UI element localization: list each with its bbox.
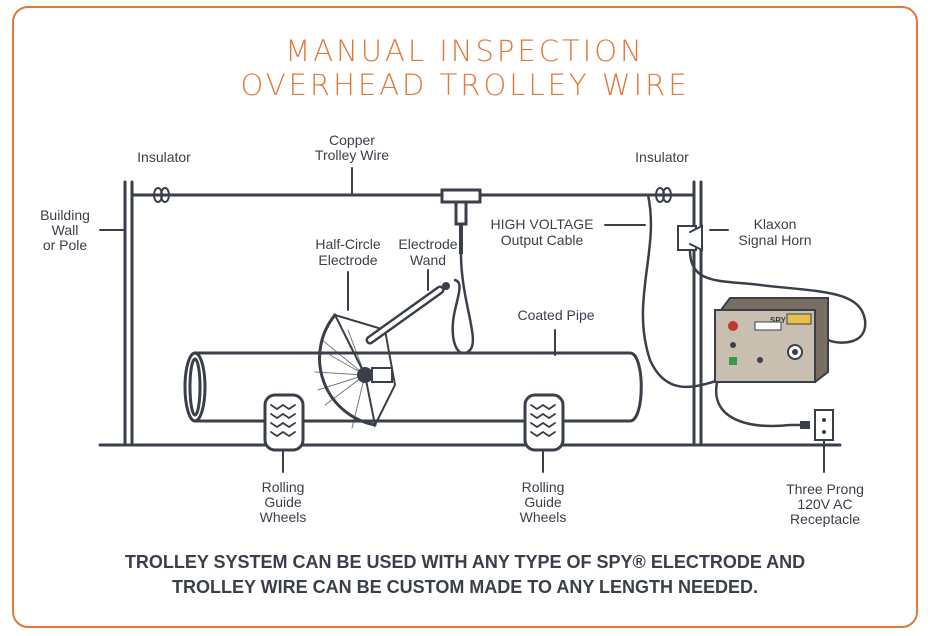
label-insulator-right: Insulator — [635, 149, 689, 165]
ac-receptacle-icon — [814, 409, 834, 441]
label-hv-line2: Output Cable — [501, 232, 584, 248]
coated-pipe — [183, 351, 643, 423]
label-building-line2: Wall — [52, 222, 79, 238]
power-plug-icon — [800, 421, 810, 429]
spy-holiday-detector: SPY — [713, 297, 829, 384]
label-coated-pipe: Coated Pipe — [517, 307, 594, 323]
half-circle-electrode — [314, 313, 397, 429]
label-receptacle-line3: Receptacle — [790, 511, 860, 527]
label-half-circle-line2: Electrode — [318, 252, 377, 268]
label-wheels-right-line1: Rolling — [522, 479, 565, 495]
label-receptacle-line2: 120V AC — [797, 496, 852, 512]
diagram-frame — [12, 6, 918, 628]
hv-output-jack-core — [792, 349, 798, 355]
horn-cable — [688, 248, 867, 344]
power-indicator-icon — [729, 357, 737, 365]
title-line-2: OVERHEAD TROLLEY WIRE — [240, 68, 690, 102]
label-wand-line1: Electrode — [398, 236, 457, 252]
label-wheels-left-line3: Wheels — [260, 509, 307, 525]
label-wheels-right-line2: Guide — [524, 494, 562, 510]
hv-output-cable — [641, 193, 722, 389]
label-building-line1: Building — [40, 207, 90, 223]
label-copper-line1: Copper — [329, 132, 375, 148]
trolley-t-connector — [440, 188, 482, 254]
label-wheels-left-line2: Guide — [264, 494, 302, 510]
label-wheels-left-line1: Rolling — [262, 479, 305, 495]
device-brand: SPY — [770, 316, 787, 325]
label-copper-line2: Trolley Wire — [315, 147, 389, 163]
voltage-knob-icon — [730, 342, 736, 348]
title-line-1: MANUAL INSPECTION — [285, 34, 645, 68]
left-pole — [123, 180, 134, 447]
label-wheels-right-line3: Wheels — [520, 509, 567, 525]
voltage-display — [754, 321, 782, 331]
electrode-wand — [365, 282, 450, 345]
alarm-light-icon — [728, 321, 738, 331]
warning-label — [786, 313, 812, 325]
label-receptacle-line1: Three Prong — [786, 481, 864, 497]
label-insulator-left: Insulator — [137, 149, 191, 165]
insulator-left — [153, 187, 170, 203]
footer-line-2: TROLLEY WIRE CAN BE CUSTOM MADE TO ANY L… — [171, 577, 759, 597]
label-klaxon-line2: Signal Horn — [738, 232, 811, 248]
label-half-circle-line1: Half-Circle — [315, 236, 381, 252]
sensitivity-knob-icon — [757, 357, 763, 363]
label-building-line3: or Pole — [43, 237, 88, 253]
insulator-right — [655, 187, 672, 203]
klaxon-horn-icon — [677, 224, 703, 252]
label-hv-line1: HIGH VOLTAGE — [491, 216, 594, 232]
power-cord — [715, 376, 802, 428]
rolling-wheel-right — [523, 393, 565, 452]
rolling-wheel-left — [263, 393, 305, 452]
label-klaxon-line1: Klaxon — [754, 216, 797, 232]
wand-cord — [451, 252, 475, 355]
right-pole — [692, 180, 703, 447]
label-wand-line2: Wand — [410, 252, 446, 268]
footer-line-1: TROLLEY SYSTEM CAN BE USED WITH ANY TYPE… — [124, 552, 806, 572]
